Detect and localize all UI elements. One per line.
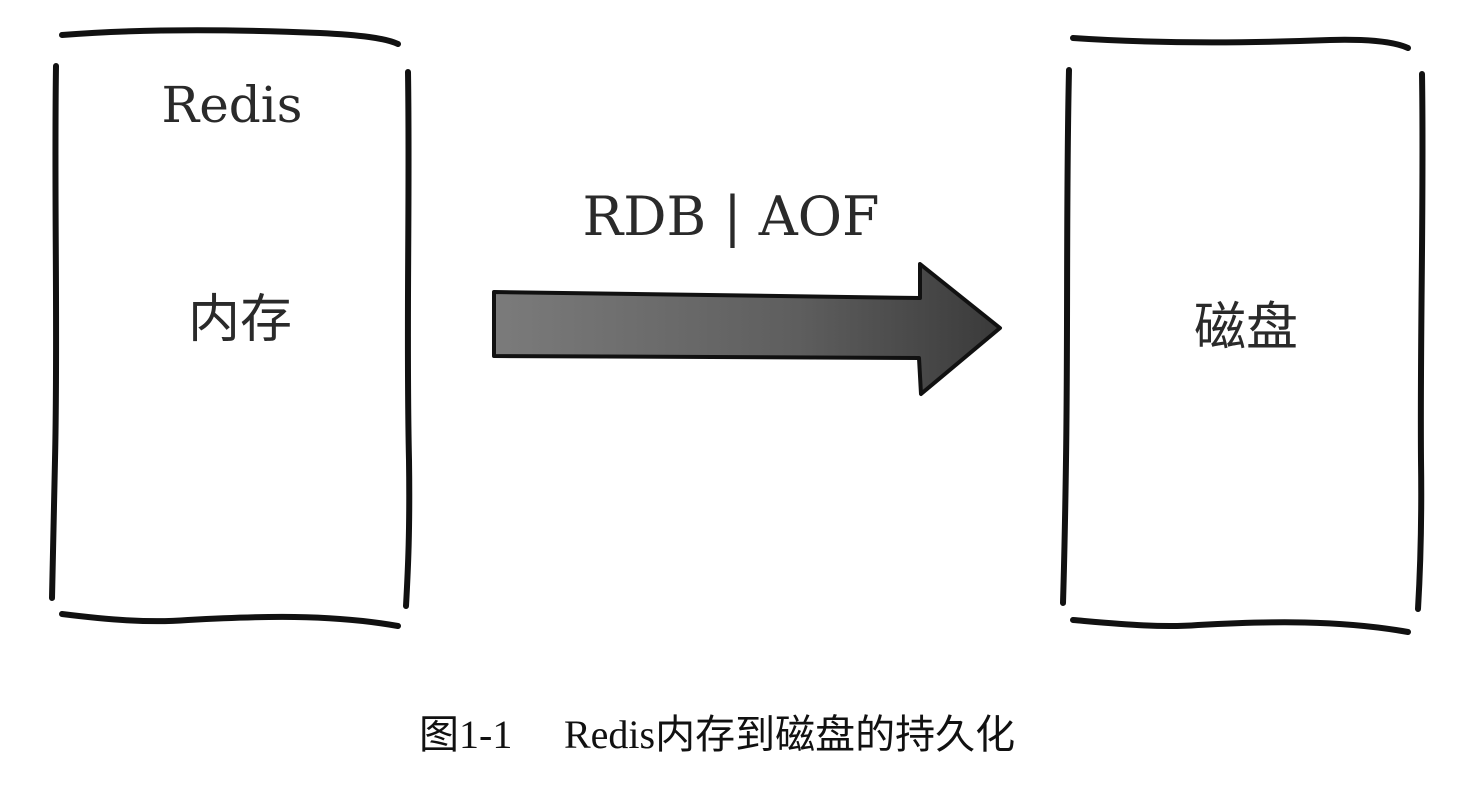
- memory-box-bottom-edge: [59, 611, 401, 629]
- disk-box-left-edge: [1060, 67, 1072, 606]
- figure-caption: 图1-1 Redis内存到磁盘的持久化: [419, 712, 1015, 757]
- arrow-shape: [492, 262, 1002, 396]
- arrow-label: RDB | AOF: [583, 185, 880, 248]
- persistence-arrow: RDB | AOF: [492, 185, 1002, 396]
- disk-box-bottom-edge: [1070, 617, 1411, 635]
- disk-box-top-edge: [1070, 35, 1411, 51]
- memory-box-top-edge: [59, 27, 401, 47]
- memory-box-title: Redis: [162, 76, 303, 134]
- memory-box-left-edge: [49, 63, 60, 601]
- caption-text: Redis内存到磁盘的持久化: [564, 712, 1015, 757]
- memory-box-right-edge: [403, 69, 413, 609]
- disk-box: 磁盘: [1060, 35, 1426, 635]
- memory-box: Redis 内存: [49, 27, 413, 629]
- disk-box-label: 磁盘: [1194, 298, 1298, 358]
- caption-figure-number: 图1-1: [419, 712, 512, 757]
- memory-box-label: 内存: [188, 290, 292, 350]
- disk-box-right-edge: [1415, 71, 1426, 612]
